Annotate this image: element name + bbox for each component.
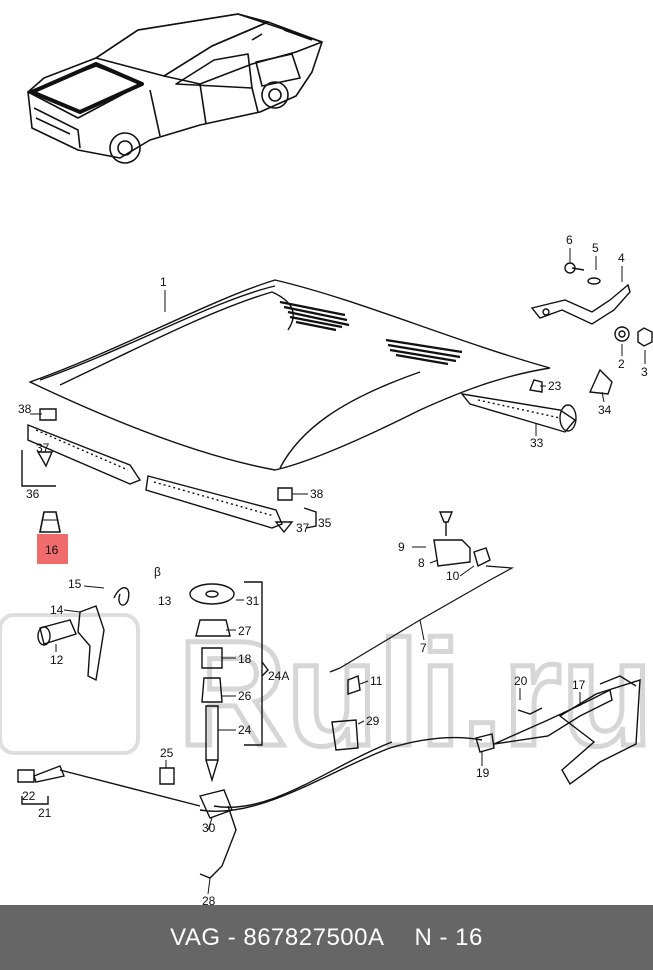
bracket-assembly <box>339 511 515 669</box>
callout-14: 14 <box>50 603 64 617</box>
lock-carrier-strips <box>21 408 317 534</box>
callout-23: 23 <box>548 379 562 393</box>
callout-29: 29 <box>366 714 380 728</box>
seal-strip <box>460 393 577 433</box>
footer-bar: VAG - 867827500A N - 16 <box>0 905 653 970</box>
callout-34: 34 <box>598 403 612 417</box>
watermark-text: Ruli.ru <box>178 609 653 777</box>
hinge-assembly <box>529 262 653 395</box>
callout-9: 9 <box>398 540 405 554</box>
bonnet-panel <box>28 279 551 471</box>
callout-24a: 24A <box>268 669 289 683</box>
callout-26: 26 <box>238 689 252 703</box>
callout-labels: 1 2 3 4 5 6 7 8 9 10 11 12 13 14 15 16 1… <box>18 233 648 905</box>
callout-7: 7 <box>420 641 427 655</box>
callout-10: 10 <box>446 569 460 583</box>
watermark: Ruli.ru <box>0 607 653 780</box>
parts-diagram: Ruli.ru <box>0 13 653 905</box>
callout-beta: β <box>154 565 161 579</box>
callout-2: 2 <box>618 357 625 371</box>
callout-25: 25 <box>160 746 174 760</box>
callout-3: 3 <box>641 365 648 379</box>
callout-37-right: 37 <box>296 521 310 535</box>
callout-5: 5 <box>592 241 599 255</box>
callout-22: 22 <box>22 789 36 803</box>
release-cable <box>199 667 641 812</box>
callout-24: 24 <box>238 723 252 737</box>
part-code: VAG - 867827500A <box>170 923 385 951</box>
leader-lines <box>30 248 646 895</box>
highlighted-part-16 <box>37 511 68 564</box>
callout-11: 11 <box>370 674 383 688</box>
callout-18: 18 <box>238 652 252 666</box>
catch-parts <box>17 581 269 879</box>
callout-4: 4 <box>618 251 625 265</box>
callout-20: 20 <box>514 674 528 688</box>
page-number: N - 16 <box>414 923 483 951</box>
callout-8: 8 <box>418 556 425 570</box>
callout-1: 1 <box>160 275 167 289</box>
callout-21: 21 <box>38 806 52 820</box>
callout-33: 33 <box>530 436 544 450</box>
callout-36: 36 <box>26 487 40 501</box>
callout-27: 27 <box>238 624 252 638</box>
callout-6: 6 <box>566 233 573 247</box>
callout-16: 16 <box>45 543 59 557</box>
callout-28: 28 <box>202 894 216 905</box>
callout-17: 17 <box>572 678 586 692</box>
callout-13: 13 <box>158 594 172 608</box>
callout-37-left: 37 <box>36 441 50 455</box>
callout-35: 35 <box>318 516 332 530</box>
callout-19: 19 <box>476 766 490 780</box>
callout-15: 15 <box>68 577 82 591</box>
callout-31: 31 <box>246 594 260 608</box>
callout-38-right: 38 <box>310 487 324 501</box>
callout-38-left: 38 <box>18 402 32 416</box>
callout-12: 12 <box>50 653 64 667</box>
car-illustration <box>27 13 323 164</box>
highlight-box <box>37 534 68 564</box>
